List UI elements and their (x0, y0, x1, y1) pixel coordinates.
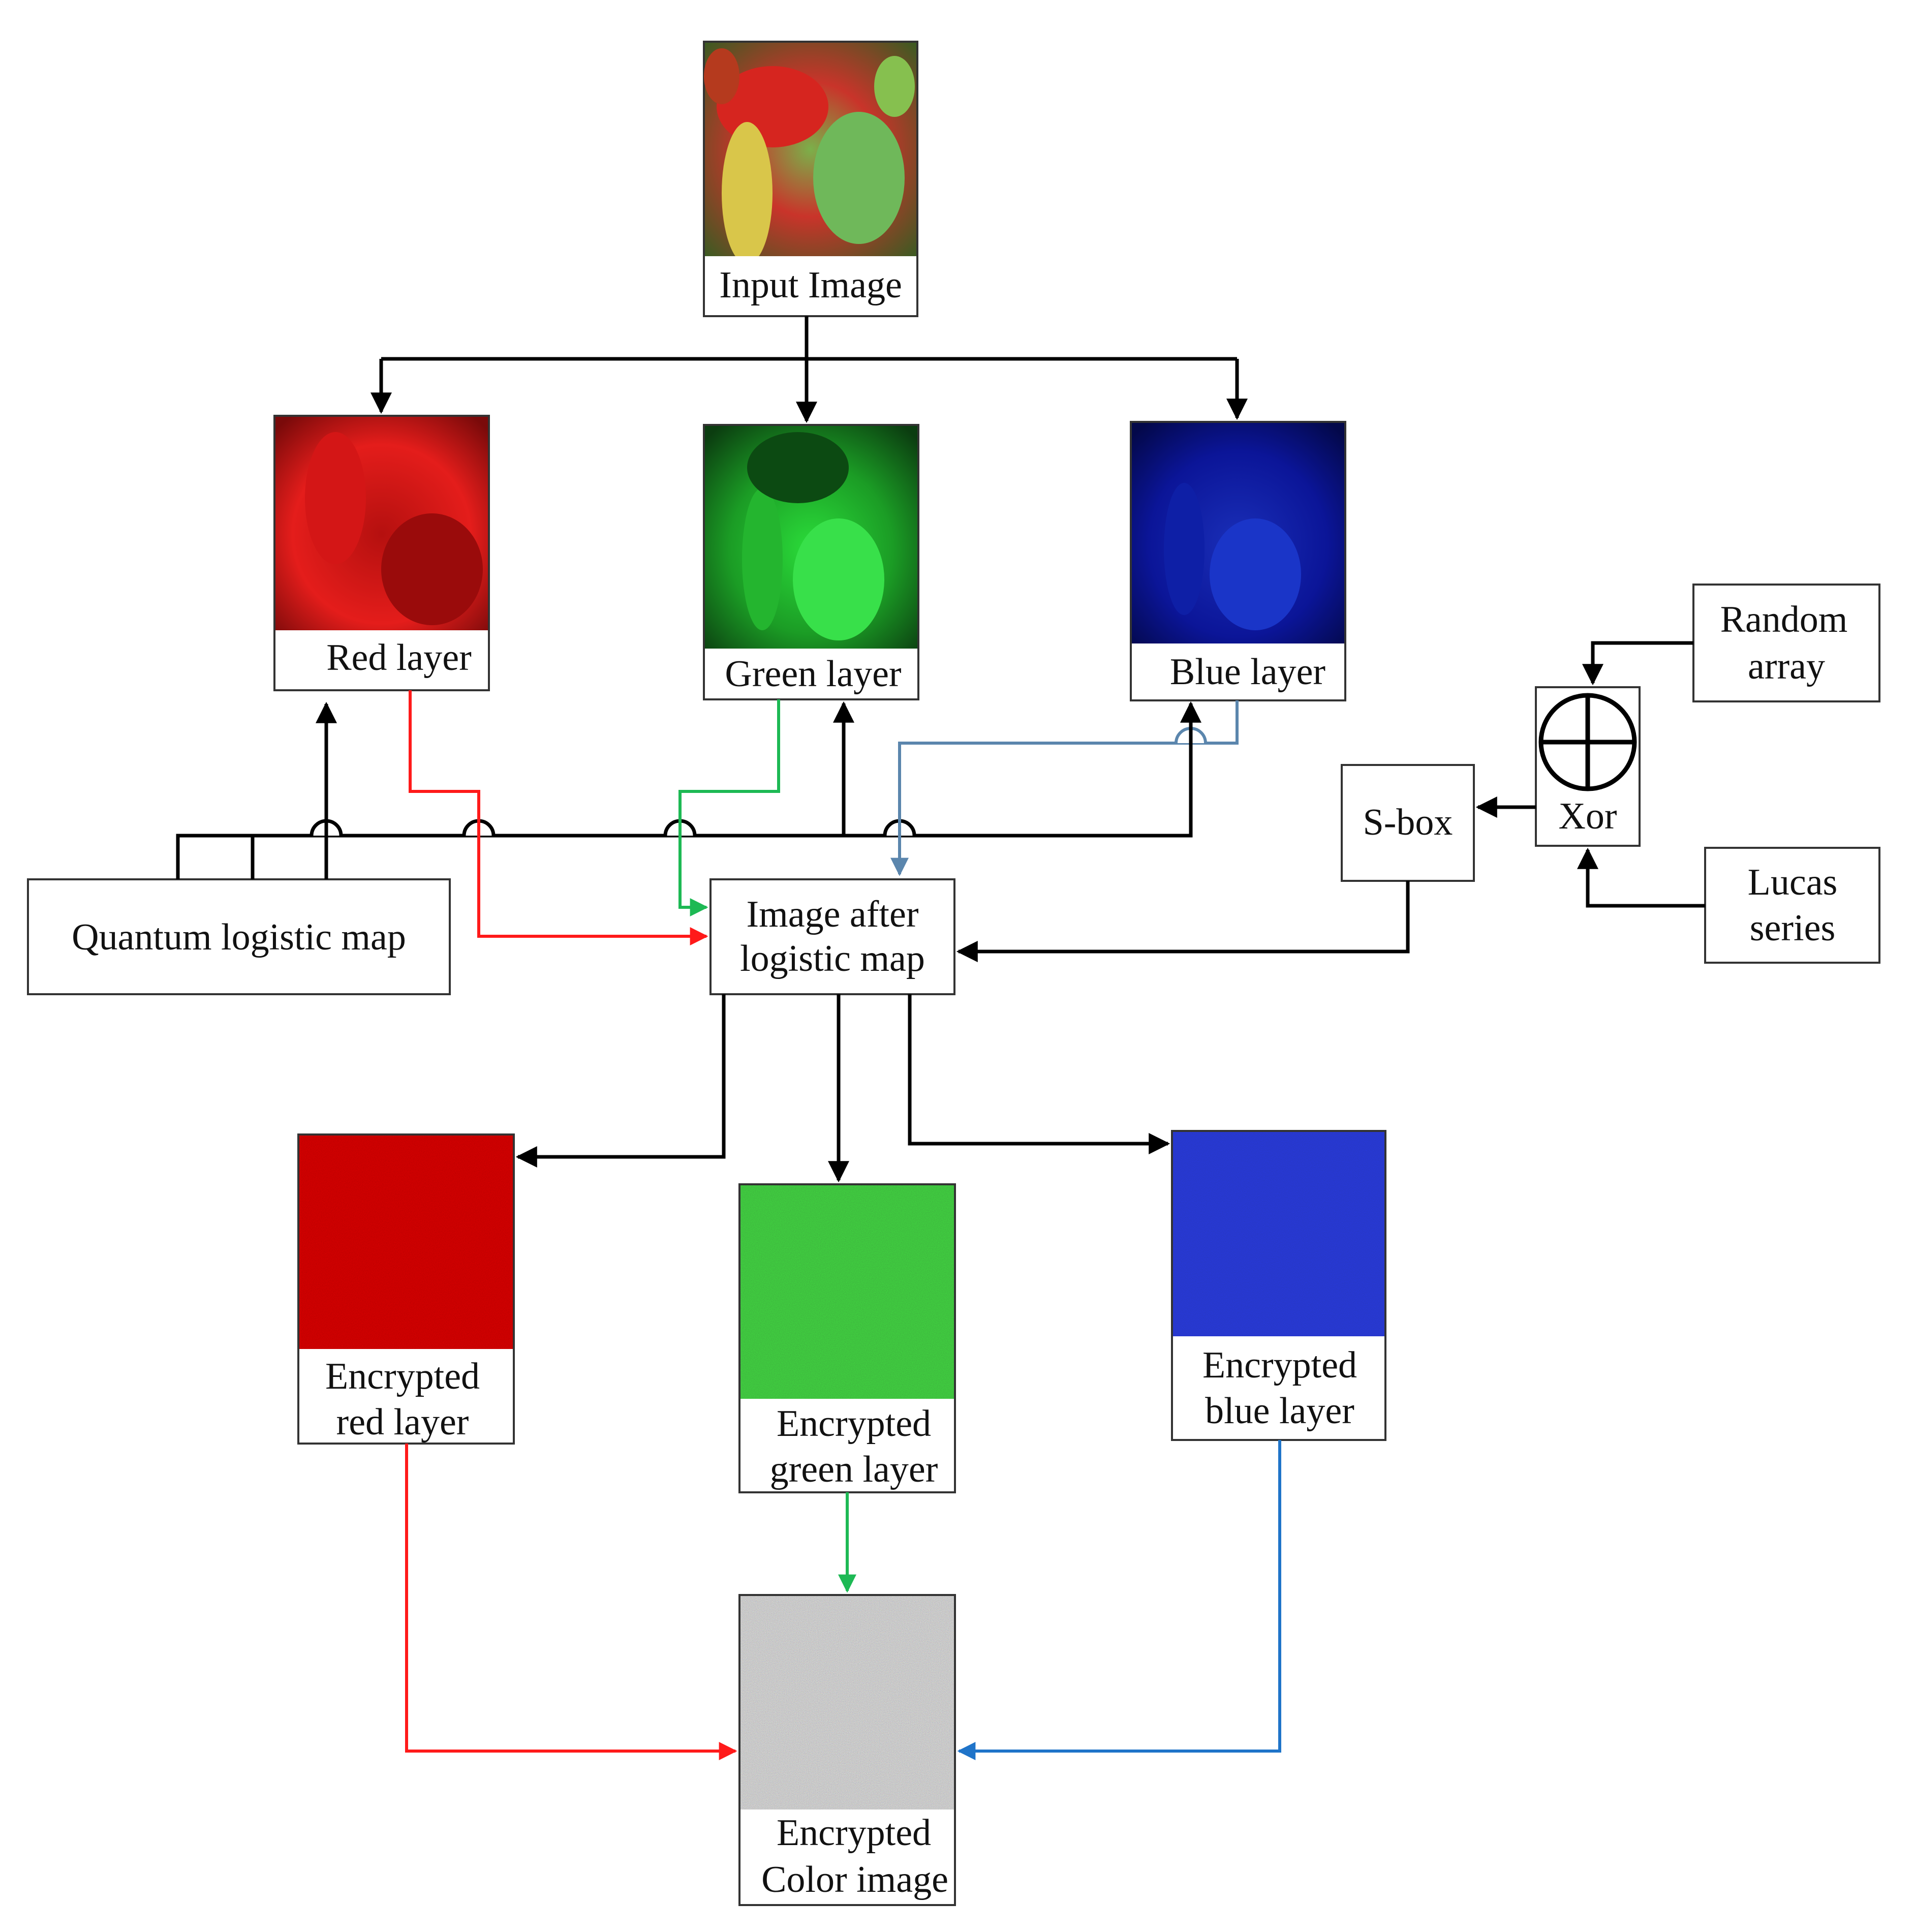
green-layer-photo (705, 426, 917, 649)
xor-label: Xor (1558, 795, 1617, 837)
random-array-line1: Random (1720, 599, 1848, 640)
s-box-label: S-box (1363, 802, 1453, 843)
to-encrypted-red-arrow (515, 994, 726, 1168)
red-layer-to-image-after-arrow (409, 690, 708, 945)
green-layer-node: Green layer (703, 424, 919, 700)
input-image-label: Input Image (719, 264, 902, 306)
lucas-series-to-xor-arrow (1577, 847, 1705, 908)
input-image-node: Input Image (703, 41, 918, 317)
blue-layer-label: Blue layer (1170, 651, 1325, 693)
red-layer-node: Red layer (273, 415, 490, 691)
encrypted-red-to-color-arrow (405, 1444, 737, 1760)
s-box-node: S-box (1341, 764, 1475, 882)
quantum-logistic-map-label: Quantum logistic map (72, 916, 406, 958)
lucas-series-line2: series (1750, 907, 1836, 949)
xor-circle-plus-icon (1538, 693, 1637, 791)
image-after-logistic-map-line1: Image after (747, 894, 919, 935)
encrypted-red-layer-line2: red layer (336, 1401, 469, 1443)
red-layer-label: Red layer (326, 637, 472, 679)
random-array-node: Random array (1692, 584, 1880, 702)
encrypted-green-layer-node: Encrypted green layer (738, 1183, 956, 1493)
green-layer-label: Green layer (725, 653, 901, 695)
output-split-connectors (515, 994, 1170, 1183)
image-after-logistic-map-node: Image after logistic map (709, 878, 955, 995)
encrypted-red-layer-node: Encrypted red layer (297, 1133, 515, 1445)
encrypted-green-layer-line1: Encrypted (777, 1403, 931, 1445)
random-array-to-xor-arrow (1582, 641, 1693, 686)
encrypted-blue-layer-line1: Encrypted (1202, 1344, 1357, 1386)
peppers-photo (704, 43, 916, 264)
lucas-series-line1: Lucas (1748, 862, 1838, 903)
blue-layer-node: Blue layer (1130, 421, 1346, 701)
lucas-series-node: Lucas series (1704, 847, 1880, 964)
image-after-logistic-map-line2: logistic map (740, 938, 925, 979)
encrypted-blue-to-color-arrow (957, 1440, 1281, 1760)
s-box-to-image-after-arrow (956, 881, 1410, 962)
encrypted-blue-layer-line2: blue layer (1205, 1390, 1354, 1432)
encrypted-blue-layer-node: Encrypted blue layer (1171, 1130, 1386, 1441)
xor-node: Xor (1535, 686, 1641, 847)
blue-layer-photo (1132, 423, 1344, 643)
encrypted-green-layer-line2: green layer (770, 1449, 938, 1490)
key-connectors (956, 641, 1705, 962)
encrypted-blue-noise (1173, 1132, 1384, 1336)
red-layer-photo (275, 417, 488, 630)
random-array-line2: array (1748, 646, 1825, 687)
encrypted-red-layer-line1: Encrypted (325, 1356, 480, 1397)
to-encrypted-blue-arrow (908, 994, 1170, 1154)
quantum-logistic-map-node: Quantum logistic map (27, 878, 451, 995)
encrypted-color-image-line1: Encrypted (777, 1812, 931, 1854)
split-connectors (371, 316, 1248, 423)
blue-layer-to-image-after-arrow (890, 700, 1239, 876)
green-layer-to-image-after-arrow (678, 699, 780, 916)
encrypted-color-noise (740, 1596, 954, 1810)
encrypted-color-image-line2: Color image (761, 1859, 948, 1900)
encrypted-red-noise (299, 1136, 513, 1349)
encrypted-color-image-node: Encrypted Color image (738, 1594, 956, 1906)
encrypted-green-noise (740, 1185, 954, 1399)
